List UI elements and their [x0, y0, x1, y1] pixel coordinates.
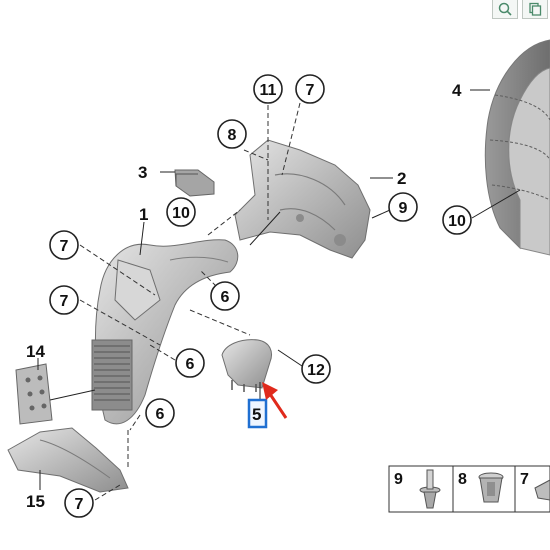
push-rivet-icon: [419, 469, 441, 509]
dashed-lines: [79, 102, 301, 501]
leader-lines: [37, 89, 521, 490]
svg-text:9: 9: [399, 200, 408, 217]
svg-text:8: 8: [458, 471, 467, 488]
svg-text:7: 7: [60, 293, 69, 310]
label-part-5: 5: [252, 405, 261, 424]
svg-text:10: 10: [448, 213, 466, 230]
label-part-14: 14: [26, 342, 45, 361]
red-pointer-arrow: [262, 382, 288, 419]
legend-item-9: 9: [394, 469, 441, 509]
svg-text:9: 9: [394, 471, 403, 488]
image-toolbar: [490, 0, 550, 19]
callout-7-left2: 7: [49, 285, 79, 315]
legend-item-8: 8: [458, 471, 504, 503]
fastener-legend: 9 8 7: [388, 465, 550, 513]
svg-text:6: 6: [221, 289, 230, 306]
callout-12: 12: [301, 354, 331, 384]
svg-text:7: 7: [306, 82, 315, 99]
lower-panel-part-15: [7, 427, 129, 493]
zoom-icon: [498, 2, 512, 16]
plate-part-14: [15, 363, 53, 425]
bracket-part-3: [174, 169, 215, 197]
wheel-arch-liner-part-2: [234, 139, 371, 259]
svg-text:11: 11: [260, 82, 277, 99]
callout-8: 8: [217, 119, 247, 149]
callout-6-mid: 6: [210, 281, 240, 311]
label-part-3: 3: [138, 163, 147, 182]
svg-text:7: 7: [520, 471, 529, 488]
copy-icon: [529, 2, 542, 16]
legend-item-7: 7: [520, 471, 550, 501]
svg-text:8: 8: [228, 127, 237, 144]
callout-11: 11: [253, 74, 283, 104]
callout-10-mid: 10: [166, 197, 196, 227]
label-part-1: 1: [139, 205, 148, 224]
clip-icon: [534, 479, 550, 501]
wheel-arch-liner-part-4: [484, 39, 550, 256]
svg-text:6: 6: [156, 406, 165, 423]
cover-part-12: [221, 339, 272, 392]
clip-nut-icon: [478, 472, 504, 503]
wheel-arch-liner-part-1: [91, 239, 239, 425]
callout-9-right: 9: [388, 192, 418, 222]
callout-6-bottom: 6: [145, 398, 175, 428]
highlighted-part-5[interactable]: 5: [247, 398, 268, 429]
svg-text:10: 10: [172, 205, 190, 222]
svg-text:12: 12: [307, 362, 325, 379]
svg-text:7: 7: [60, 238, 69, 255]
svg-text:6: 6: [186, 356, 195, 373]
label-part-2: 2: [397, 169, 406, 188]
grille-vents: [91, 339, 133, 411]
copy-button[interactable]: [522, 0, 548, 19]
svg-text:7: 7: [75, 496, 84, 513]
label-part-4: 4: [452, 81, 462, 100]
callout-7-left1: 7: [49, 230, 79, 260]
zoom-button[interactable]: [492, 0, 518, 19]
callout-10-right: 10: [442, 205, 472, 235]
callout-7-top: 7: [295, 74, 325, 104]
callout-7-bottom: 7: [64, 488, 94, 518]
label-part-15: 15: [26, 492, 45, 511]
callout-6-low: 6: [175, 348, 205, 378]
